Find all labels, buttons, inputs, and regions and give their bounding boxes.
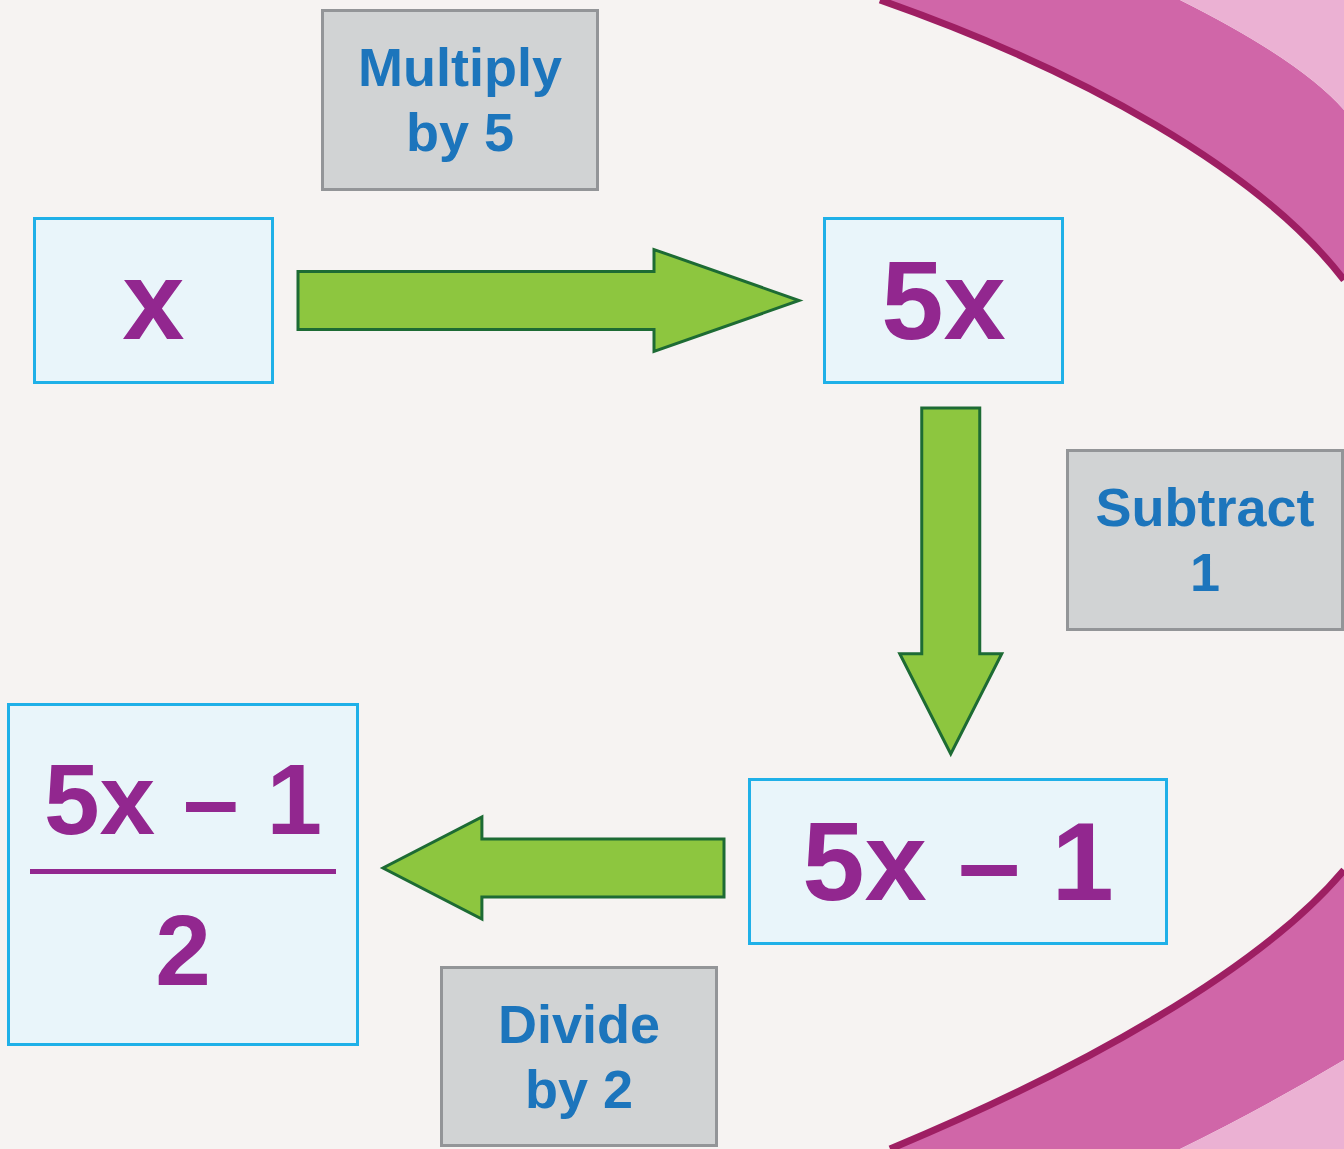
operation-box: Multiply by 5 xyxy=(321,9,599,191)
operation-text: Divide by 2 xyxy=(463,992,695,1122)
flow-arrow xyxy=(900,408,1002,754)
swoosh-light xyxy=(1180,0,1344,110)
expression-text: 5x – 1 xyxy=(802,806,1113,918)
expression-box: 5x – 1 2 xyxy=(7,703,359,1046)
swoosh-light xyxy=(1180,1060,1344,1149)
expression-text: 5x – 1 xyxy=(30,749,336,874)
expression-box: x xyxy=(33,217,274,384)
operation-text: Multiply by 5 xyxy=(344,35,576,165)
flow-arrow xyxy=(298,250,799,352)
operation-box: Divide by 2 xyxy=(440,966,718,1147)
operation-text: Subtract 1 xyxy=(1089,475,1321,605)
expression-text: 2 xyxy=(155,900,211,1000)
expression-text: x xyxy=(122,245,184,357)
expression-box: 5x xyxy=(823,217,1064,384)
expression-box: 5x – 1 xyxy=(748,778,1168,945)
expression-text: 5x xyxy=(881,245,1006,357)
operation-box: Subtract 1 xyxy=(1066,449,1344,631)
flow-arrow xyxy=(383,817,724,919)
